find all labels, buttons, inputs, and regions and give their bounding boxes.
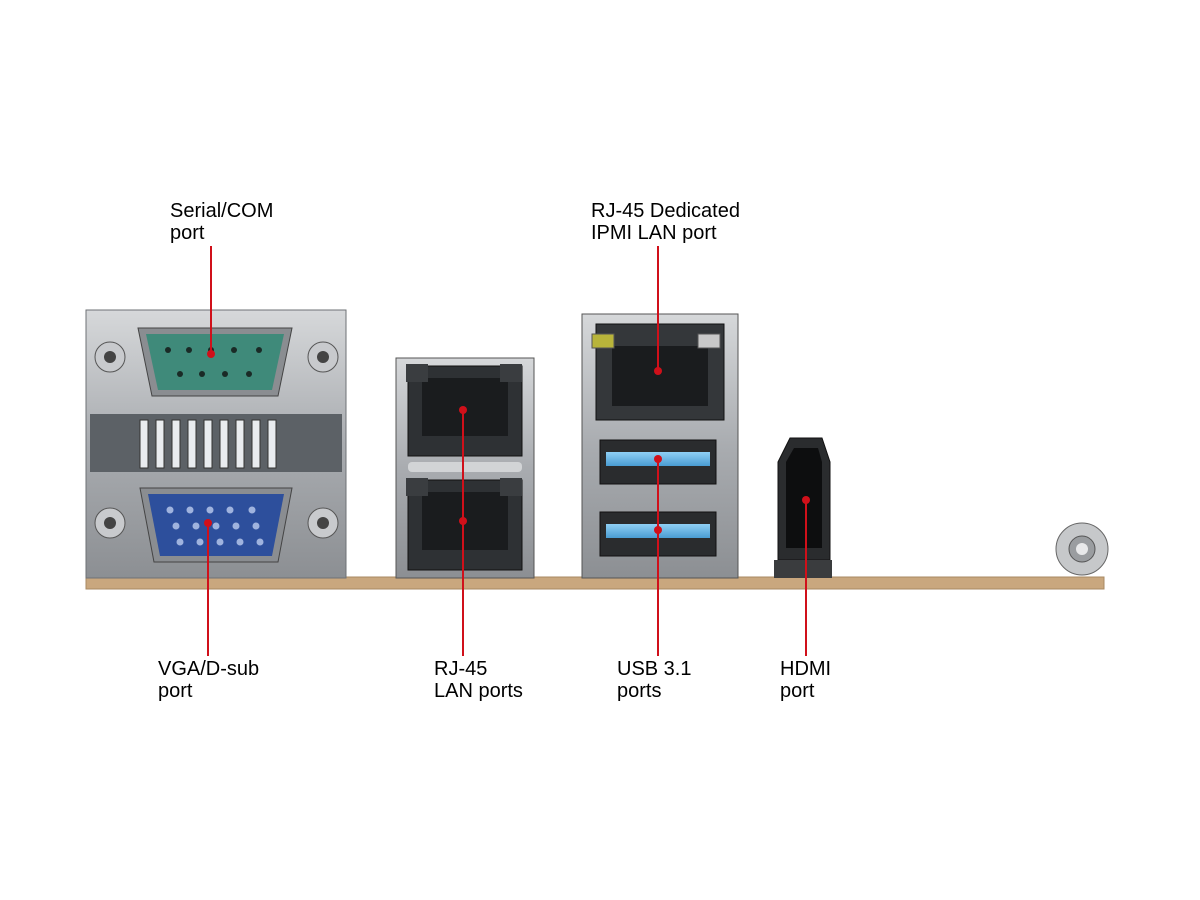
label-hdmi: HDMI port [780, 658, 831, 702]
hdmi-port[interactable] [774, 437, 832, 578]
label-serial-com: Serial/COM port [170, 200, 273, 244]
label-serial-line1: Serial/COM [170, 200, 274, 222]
label-ipmi-line1: RJ-45 Dedicated [591, 200, 740, 222]
label-lan: RJ-45 LAN ports [434, 658, 523, 702]
label-ipmi-lan: RJ-45 Dedicated IPMI LAN port [591, 200, 740, 244]
leader-lines [204, 246, 810, 656]
serial-com-connector[interactable] [94, 327, 339, 397]
label-lan-line2: LAN ports [434, 680, 523, 702]
label-usb: USB 3.1 ports [617, 658, 691, 702]
label-usb-line1: USB 3.1 [617, 658, 692, 680]
label-vga: VGA/D-sub port [158, 658, 259, 702]
vga-dsub-connector[interactable] [94, 487, 339, 563]
label-lan-line1: RJ-45 [434, 658, 488, 680]
label-vga-line2: port [158, 680, 193, 702]
standoff-screw [1055, 522, 1109, 576]
label-serial-line2: port [170, 222, 205, 244]
label-usb-line2: ports [617, 680, 662, 702]
label-vga-line1: VGA/D-sub [158, 658, 260, 680]
label-hdmi-line2: port [780, 680, 815, 702]
board-edge [85, 576, 1105, 590]
rj45-lan-ports[interactable] [395, 357, 535, 579]
label-ipmi-line2: IPMI LAN port [591, 222, 717, 244]
label-hdmi-line1: HDMI [780, 658, 832, 680]
